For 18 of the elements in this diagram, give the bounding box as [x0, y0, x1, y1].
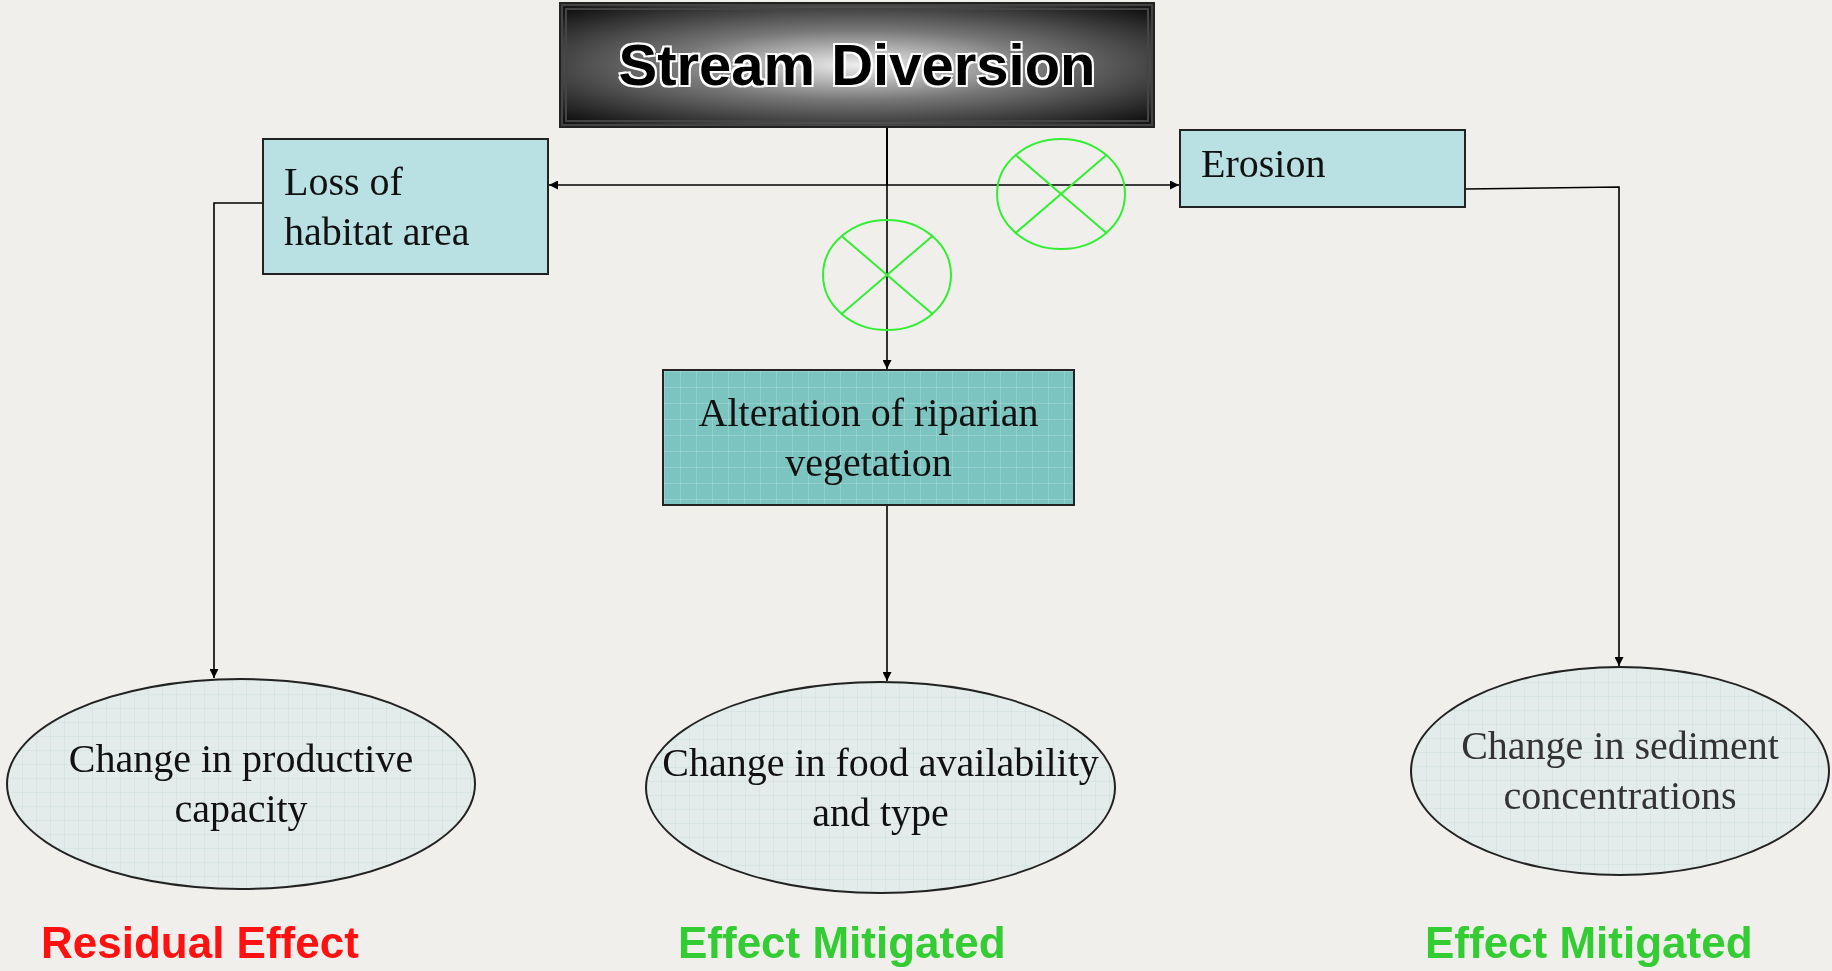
- title-text: Stream Diversion: [618, 30, 1096, 99]
- node-text: Change in food availability and type: [661, 738, 1100, 837]
- process-box: [262, 138, 549, 275]
- process-box: [1179, 129, 1466, 208]
- arrow: [882, 505, 892, 682]
- effect-label: Effect Mitigated: [1425, 918, 1753, 968]
- node-text: Erosion: [1201, 139, 1327, 188]
- arrow: [1465, 186, 1624, 667]
- node-text: Loss of habitat area: [284, 157, 471, 256]
- title-box: [561, 4, 1153, 126]
- process-box: [662, 369, 1075, 506]
- node-text: Change in sediment concentrations: [1460, 722, 1780, 820]
- arrow: [886, 125, 1180, 190]
- node-text: Change in productive capacity: [67, 735, 415, 833]
- effect-label: Effect Mitigated: [678, 918, 1006, 968]
- node-text: Alteration of riparian vegetation: [697, 388, 1040, 487]
- arrow: [209, 202, 263, 679]
- effect-label: Residual Effect: [41, 918, 359, 968]
